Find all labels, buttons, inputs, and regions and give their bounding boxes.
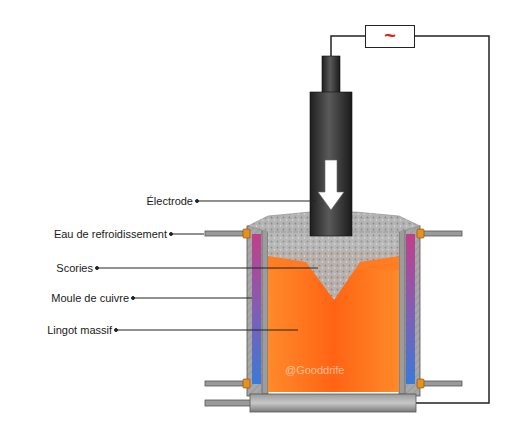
leader-line (96, 200, 319, 332)
ac-symbol: ~ (370, 27, 410, 46)
part-label: Lingot massif (47, 324, 112, 337)
part-label: Électrode (147, 195, 193, 208)
ac-power-source: ~ (365, 25, 415, 48)
part-label: Eau de refroidissement (54, 228, 167, 241)
slag-layer (268, 228, 399, 300)
base-plate (250, 394, 416, 412)
copper-mold (247, 226, 420, 396)
electrode (310, 56, 352, 236)
part-label: Scories (56, 262, 93, 275)
watermark: @Gooddrife (285, 364, 344, 376)
part-label: Moule de cuivre (51, 292, 129, 305)
